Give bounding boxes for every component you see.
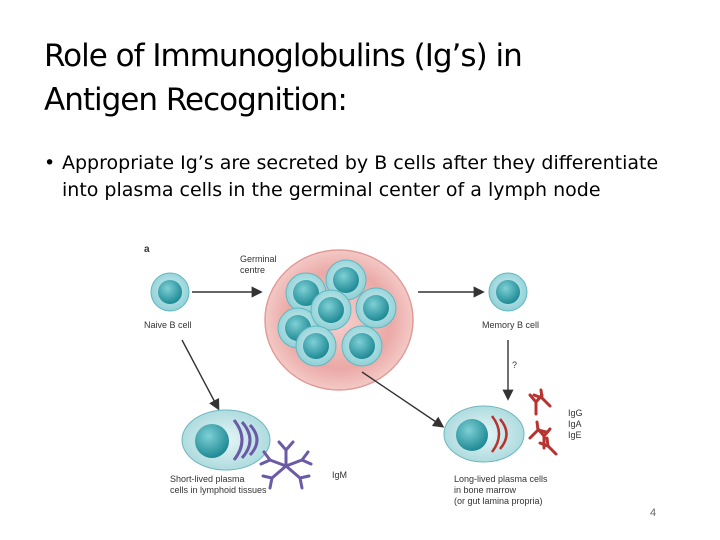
germinal-centre-label: Germinal centre (240, 254, 277, 276)
title-line-1: Role of Immunoglobulins (Ig’s) in (44, 38, 523, 74)
page-number: 4 (650, 507, 657, 519)
bullet-point: • Appropriate Ig’s are secreted by B cel… (44, 150, 684, 204)
title-line-2: Antigen Recognition: (44, 82, 348, 118)
long-lived-label-line-3: (or gut lamina propria) (454, 496, 543, 506)
naive-b-cell (150, 272, 190, 312)
figure-graphic (150, 249, 558, 490)
bullet-marker: • (44, 152, 56, 174)
slide-title: Role of Immunoglobulins (Ig’s) in Antige… (44, 34, 684, 122)
igm-antibody (259, 440, 313, 490)
short-lived-plasma-cell (181, 409, 271, 471)
memory-b-cell-label: Memory B cell (482, 320, 540, 330)
antibody-classes-label: IgG IgA IgE (568, 408, 583, 441)
germinal-centre-label-line-2: centre (240, 265, 266, 275)
bullet-line-1: Appropriate Ig’s are secreted by B cells… (62, 152, 659, 174)
long-lived-plasma-label: Long-lived plasma cells in bone marrow (… (454, 474, 548, 507)
gc-cell (325, 259, 367, 301)
short-lived-label-line-1: Short-lived plasma (170, 474, 245, 484)
differentiation-arrows (181, 286, 514, 428)
germinal-centre-cells (277, 259, 397, 367)
igg-label: IgG (568, 408, 583, 418)
short-lived-plasma-label: Short-lived plasma cells in lymphoid tis… (170, 474, 267, 496)
igg-iga-ige-antibodies (528, 388, 558, 456)
long-lived-plasma-cell (443, 405, 525, 463)
b-cell-differentiation-figure: a Germinal centre Naive B cell Memory B … (136, 238, 606, 518)
memory-b-cell (488, 272, 528, 312)
germinal-centre-label-line-1: Germinal (240, 254, 277, 264)
iga-label: IgA (568, 419, 582, 429)
gc-cell (355, 287, 397, 329)
gc-cell (295, 325, 337, 367)
long-lived-label-line-2: in bone marrow (454, 485, 517, 495)
arrow-naive-to-short-lived (181, 339, 220, 411)
gc-cell (310, 289, 352, 331)
ige-label: IgE (568, 430, 582, 440)
panel-label: a (144, 244, 150, 255)
igm-label: IgM (332, 470, 348, 480)
bullet-line-2: into plasma cells in the germinal center… (62, 179, 601, 201)
naive-b-cell-label: Naive B cell (144, 320, 192, 330)
arrow-gc-to-long-lived (361, 371, 445, 428)
short-lived-label-line-2: cells in lymphoid tissues (170, 485, 267, 495)
question-mark-label: ? (512, 360, 518, 370)
long-lived-label-line-1: Long-lived plasma cells (454, 474, 548, 484)
gc-cell (341, 325, 383, 367)
